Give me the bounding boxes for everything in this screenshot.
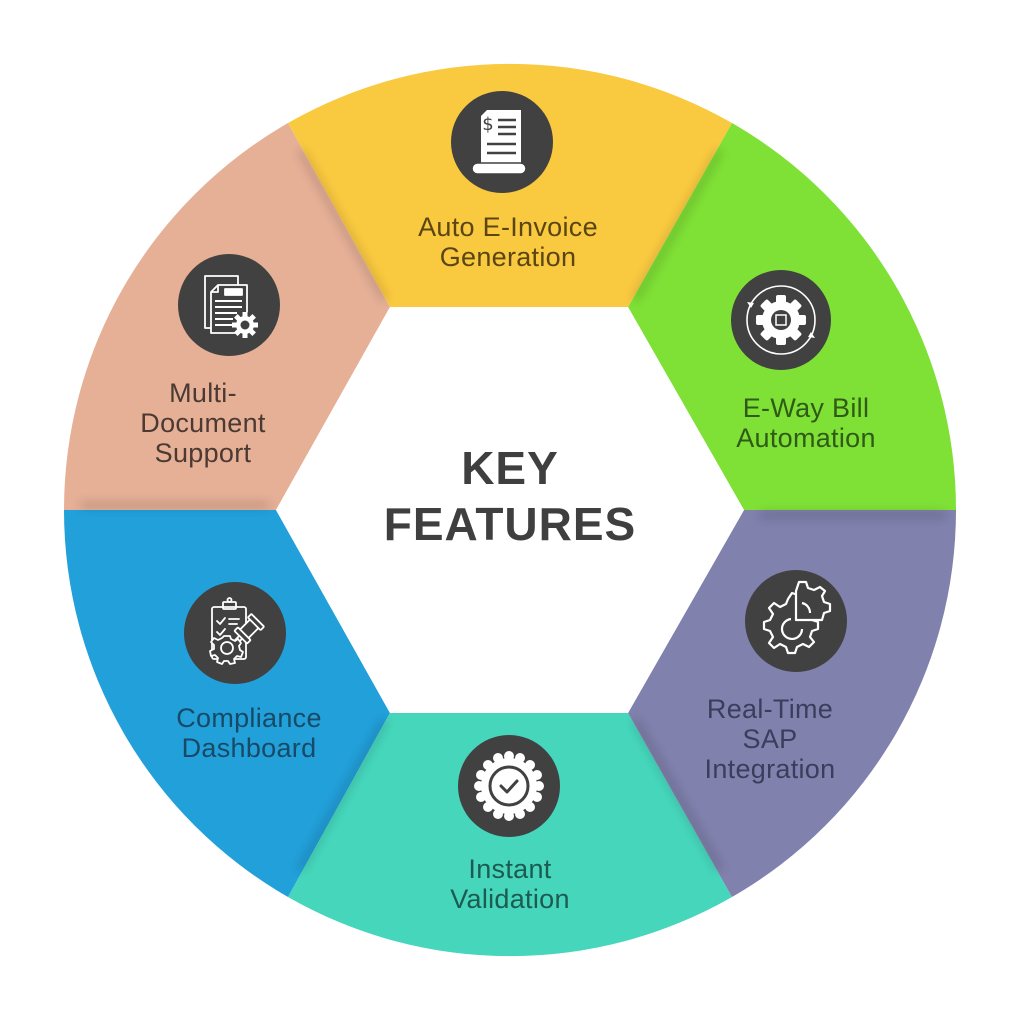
- badge-check-icon: [458, 735, 560, 837]
- center-title: KEY FEATURES: [384, 440, 637, 552]
- label-line: Instant: [468, 854, 552, 884]
- label-line: Integration: [704, 754, 836, 784]
- center-hexagon: [276, 307, 744, 713]
- label-line: Validation: [450, 884, 570, 914]
- label-line: Compliance: [176, 703, 322, 733]
- label-multi-document: Multi- Document Support: [140, 378, 265, 468]
- segment-realtime-sap: [628, 510, 957, 897]
- svg-text:$: $: [482, 114, 493, 135]
- label-compliance-dashboard: Compliance Dashboard: [176, 703, 322, 763]
- label-line: Generation: [439, 242, 577, 272]
- gear-clock-integration-icon: [745, 570, 847, 672]
- label-line: Real-Time: [706, 694, 834, 724]
- title-line-2: FEATURES: [383, 498, 637, 550]
- label-eway-bill: E-Way Bill Automation: [736, 393, 876, 453]
- label-line: Support: [154, 438, 252, 468]
- label-auto-einvoice: Auto E-Invoice Generation: [418, 212, 598, 272]
- title-line-1: KEY: [461, 442, 559, 494]
- label-instant-validation: Instant Validation: [450, 854, 570, 914]
- label-line: Multi-: [169, 378, 237, 408]
- multi-document-gear-icon: [178, 254, 280, 356]
- clipboard-gavel-gear-icon: [184, 582, 286, 684]
- label-line: Document: [140, 408, 266, 438]
- gear-chip-sync-icon: [731, 270, 831, 370]
- label-realtime-sap: Real-Time SAP Integration: [705, 694, 836, 784]
- label-line: Auto E-Invoice: [418, 212, 598, 242]
- label-line: SAP: [742, 724, 798, 754]
- label-line: Automation: [736, 423, 876, 453]
- label-line: E-Way Bill: [742, 393, 870, 423]
- invoice-document-icon: $: [451, 91, 553, 193]
- label-line: Dashboard: [181, 733, 317, 763]
- segment-compliance-dashboard: [63, 510, 390, 897]
